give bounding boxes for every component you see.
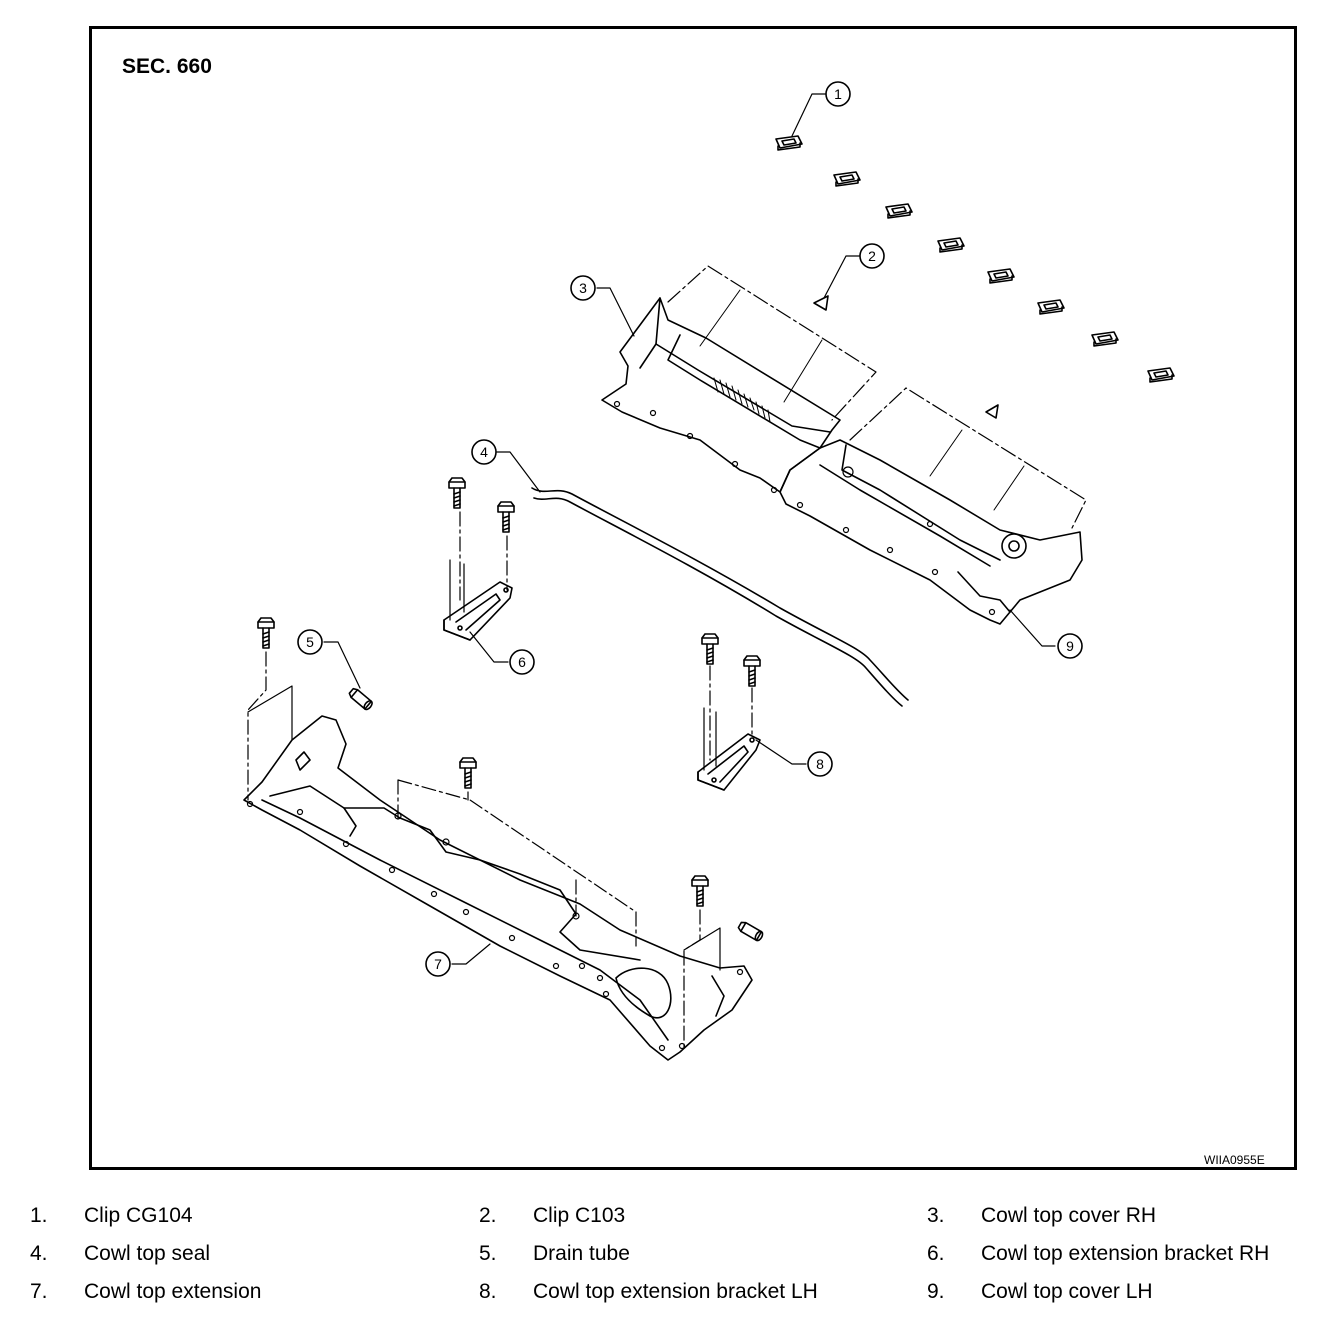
- cowl-top-cover-assembly: [601, 265, 1087, 625]
- legend-text: Clip C103: [533, 1204, 626, 1227]
- cowl-top-extension-bracket-lh: [697, 733, 761, 791]
- drain-tube: [737, 921, 764, 942]
- legend-number: 4.: [30, 1242, 48, 1265]
- callout-label: 2: [868, 248, 876, 264]
- clip-cg104: [937, 237, 965, 253]
- bolt: [701, 633, 719, 665]
- callout-label: 4: [480, 444, 488, 460]
- cowl-top-cover-rh: [601, 297, 841, 493]
- callout-1: 1: [825, 81, 851, 107]
- legend-text: Cowl top cover LH: [981, 1280, 1153, 1303]
- exploded-parts-drawing: 1 2 3 4 5 6 7 8 9: [243, 81, 1175, 1061]
- bolt: [743, 655, 761, 687]
- leader-lines: [323, 93, 1056, 965]
- legend-text: Drain tube: [533, 1242, 630, 1265]
- legend-text: Clip CG104: [84, 1204, 193, 1227]
- legend-text: Cowl top seal: [84, 1242, 211, 1265]
- clip-cg104: [1147, 367, 1175, 383]
- cowl-top-extension: [243, 715, 753, 1061]
- callout-label: 9: [1066, 638, 1074, 654]
- callout-7: 7: [425, 951, 451, 977]
- legend-text: Cowl top extension bracket RH: [981, 1242, 1270, 1265]
- bolt-guide-lines: [247, 511, 753, 1051]
- bolt-group: [257, 477, 761, 907]
- clip-cg104: [885, 203, 913, 219]
- clip-c103: [813, 295, 829, 311]
- callout-label: 6: [518, 654, 526, 670]
- clip-c103-group: [813, 295, 999, 419]
- callout-3: 3: [570, 275, 596, 301]
- cowl-top-cover-lh: [779, 439, 1083, 625]
- callout-4: 4: [471, 439, 497, 465]
- clip-cg104: [1037, 299, 1065, 315]
- callout-label: 3: [579, 280, 587, 296]
- bolt: [257, 617, 275, 649]
- clip-cg104: [775, 135, 803, 151]
- cowl-top-seal: [531, 487, 909, 707]
- legend-number: 8.: [479, 1280, 497, 1303]
- legend-text: Cowl top extension bracket LH: [533, 1280, 818, 1303]
- section-label: SEC. 660: [122, 55, 212, 78]
- clip-cg104: [987, 268, 1015, 284]
- callout-9: 9: [1057, 633, 1083, 659]
- legend-text: Cowl top cover RH: [981, 1204, 1157, 1227]
- bolt: [691, 875, 709, 907]
- drain-tube-group: [348, 687, 764, 942]
- legend-number: 9.: [927, 1280, 945, 1303]
- callout-label: 5: [306, 634, 314, 650]
- callout-label: 1: [834, 86, 842, 102]
- bolt: [497, 501, 515, 533]
- diagram-frame: [89, 26, 1297, 1170]
- legend-number: 5.: [479, 1242, 497, 1265]
- cowl-top-extension-bracket-rh: [443, 581, 513, 641]
- clip-cg104: [1091, 331, 1119, 347]
- legend-number: 2.: [479, 1204, 497, 1227]
- callout-label: 7: [434, 956, 442, 972]
- drain-tube: [348, 687, 373, 711]
- callout-5: 5: [297, 629, 323, 655]
- callout-label: 8: [816, 756, 824, 772]
- bolt: [448, 477, 466, 509]
- legend-number: 6.: [927, 1242, 945, 1265]
- callout-6: 6: [509, 649, 535, 675]
- legend-text: Cowl top extension: [84, 1280, 262, 1303]
- legend-number: 7.: [30, 1280, 48, 1303]
- clip-cg104-group: [775, 135, 1175, 383]
- clip-cg104: [833, 171, 861, 187]
- legend-number: 3.: [927, 1204, 945, 1227]
- callout-2: 2: [859, 243, 885, 269]
- figure-code: WIIA0955E: [1204, 1153, 1265, 1167]
- callout-8: 8: [807, 751, 833, 777]
- bolt: [459, 757, 477, 789]
- callout-markers: 1 2 3 4 5 6 7 8 9: [297, 81, 1083, 977]
- clip-c103: [985, 404, 999, 419]
- legend-number: 1.: [30, 1204, 48, 1227]
